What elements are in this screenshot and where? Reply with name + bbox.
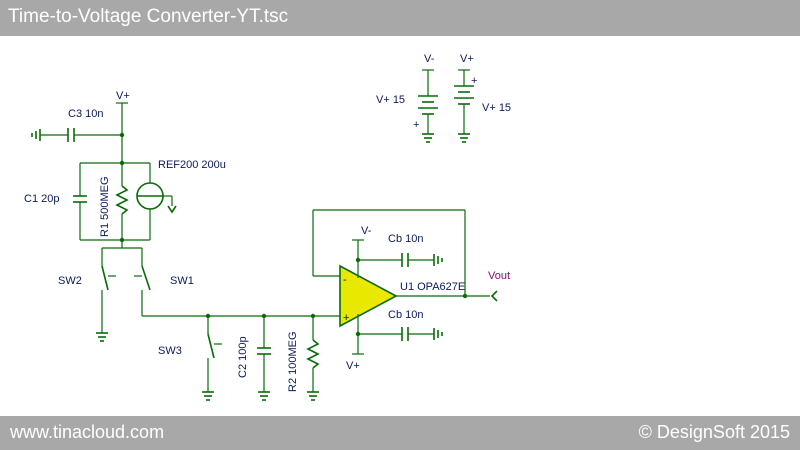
label-sw1: SW1	[170, 275, 194, 287]
label-vplus-src: V+	[460, 53, 474, 65]
label-battery-plus-2: +	[471, 75, 477, 87]
ground-symbol-c2	[258, 391, 270, 401]
junction-dot	[462, 293, 468, 299]
label-u1: U1 OPA627E	[400, 281, 465, 293]
ground-symbol-vminus	[422, 133, 434, 143]
label-sw3: SW3	[158, 345, 182, 357]
capacitor-c3[interactable]	[40, 128, 122, 142]
battery-vminus[interactable]	[418, 69, 438, 134]
switch-sw2[interactable]	[101, 248, 116, 333]
schematic-canvas[interactable]: - +	[0, 36, 800, 416]
ground-symbol-cb-bottom	[433, 328, 443, 340]
footer-website-link[interactable]: www.tinacloud.com	[10, 422, 165, 442]
opamp-plus-pin: +	[343, 312, 349, 324]
capacitor-cb-bottom[interactable]	[358, 327, 434, 341]
label-vsrc1: V+ 15	[376, 94, 405, 106]
ground-symbol-cb-top	[433, 254, 443, 266]
label-vminus-src: V-	[424, 53, 435, 65]
opamp-u1[interactable]: - +	[339, 264, 398, 328]
title-bar: Time-to-Voltage Converter-YT.tsc	[0, 0, 800, 36]
label-vsrc2: V+ 15	[482, 102, 511, 114]
window-title: Time-to-Voltage Converter-YT.tsc	[8, 6, 289, 27]
current-source-ref200[interactable]	[136, 163, 177, 240]
label-vminus-op: V-	[361, 225, 372, 237]
capacitor-c1[interactable]	[73, 163, 87, 240]
battery-vplus[interactable]	[454, 69, 474, 134]
ground-symbol-sw3	[202, 391, 214, 401]
ground-symbol-c3	[31, 129, 41, 141]
opamp-minus-pin: -	[343, 274, 347, 286]
label-vout: Vout	[488, 270, 510, 282]
capacitor-c2[interactable]	[257, 316, 271, 392]
label-r1: R1 500MEG	[99, 176, 111, 237]
label-vplus-top: V+	[116, 90, 130, 102]
switch-sw1[interactable]	[134, 248, 151, 316]
ground-symbol-r2	[307, 391, 319, 401]
label-battery-plus-1: +	[413, 119, 419, 131]
resistor-r2[interactable]	[306, 316, 320, 392]
switch-sw3[interactable]	[207, 316, 222, 392]
footer-bar: www.tinacloud.com © DesignSoft 2015	[0, 416, 800, 450]
label-vplus-op: V+	[346, 360, 360, 372]
ground-symbol-vplus	[458, 133, 470, 143]
label-r2: R2 100MEG	[287, 331, 299, 392]
label-sw2: SW2	[58, 275, 82, 287]
output-terminal-vout[interactable]	[490, 290, 498, 302]
vplus-terminal-top	[116, 102, 128, 135]
label-cb-top: Cb 10n	[388, 233, 423, 245]
label-c3: C3 10n	[68, 108, 103, 120]
label-ref200: REF200 200u	[158, 159, 226, 171]
capacitor-cb-top[interactable]	[358, 253, 434, 267]
ground-symbol-sw2	[96, 332, 108, 342]
label-c2: C2 100p	[237, 336, 249, 378]
footer-copyright: © DesignSoft 2015	[638, 422, 790, 442]
label-cb-bottom: Cb 10n	[388, 309, 423, 321]
label-c1: C1 20p	[24, 193, 59, 205]
resistor-r1[interactable]	[115, 163, 129, 240]
